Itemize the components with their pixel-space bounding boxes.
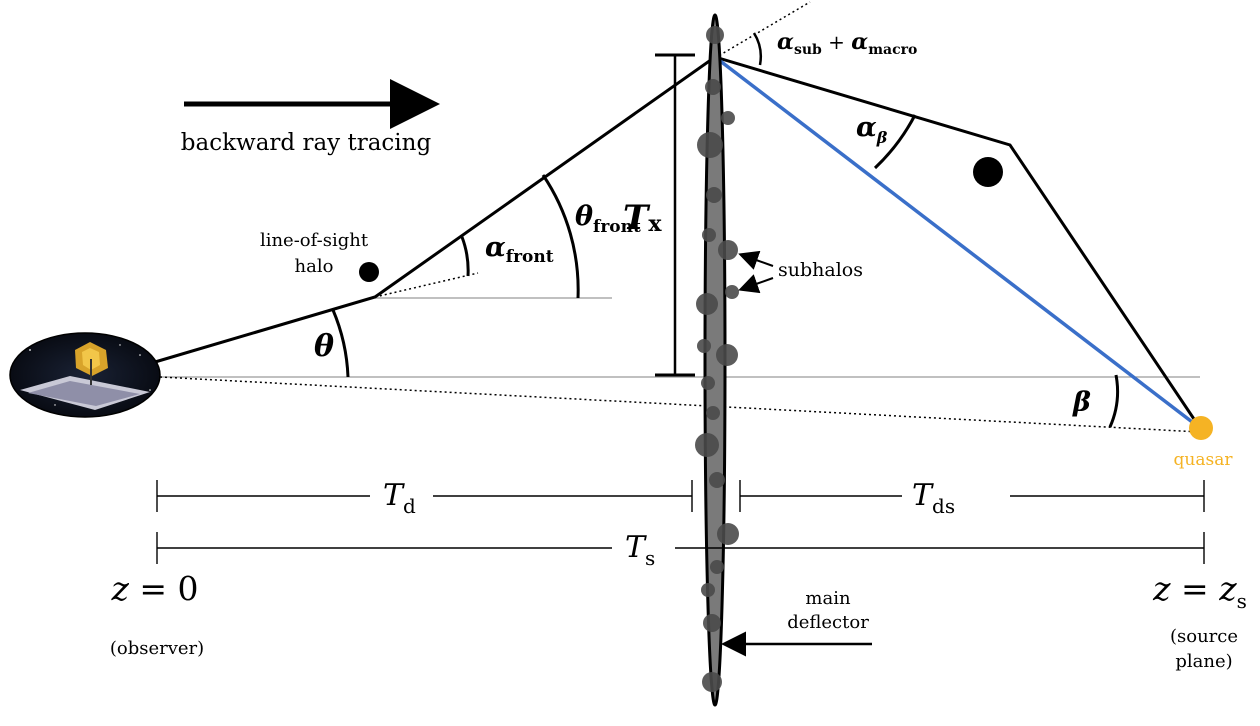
- observer-frame: [9, 332, 161, 418]
- subhalo: [696, 293, 718, 315]
- subhalo: [710, 560, 724, 574]
- tds-distance-bar: [739, 480, 1205, 512]
- alpha-front-arc: [460, 236, 470, 277]
- subhalo: [697, 132, 723, 158]
- unlensed-line-of-sight: [159, 376, 1201, 433]
- subhalo: [702, 672, 722, 692]
- subhalo: [706, 26, 724, 44]
- main-deflector-label-line2: deflector: [787, 612, 869, 633]
- alpha-beta-arc: [873, 114, 917, 170]
- quasar-dot-icon: [1189, 416, 1213, 440]
- subhalo: [709, 472, 725, 488]
- z-equals-zero: z = 0: [110, 569, 198, 608]
- source-plane-label-line1: (source: [1170, 626, 1238, 647]
- subhalo-pointer-arrow-upper: [738, 250, 774, 270]
- alpha-sub-plus-macro-symbol: αsub + αmacro: [777, 29, 917, 58]
- alpha-beta-symbol: αβ: [856, 112, 888, 147]
- td-symbol: Td: [383, 478, 416, 518]
- los-halo-label-line2: halo: [295, 256, 334, 277]
- alpha-sub-dotted-extension: [714, 1, 811, 59]
- subhalo: [697, 339, 711, 353]
- alpha-front-symbol: αfront: [485, 232, 554, 267]
- subhalo: [702, 228, 716, 242]
- beta-symbol: β: [1072, 387, 1091, 418]
- theta-front-symbol: θfront: [575, 201, 641, 237]
- quasar-label: quasar: [1174, 450, 1234, 470]
- tds-symbol: Tds: [912, 478, 955, 518]
- subhalo: [701, 376, 715, 390]
- main-deflector-label-line1: main: [805, 588, 851, 609]
- theta-arc: [331, 309, 350, 378]
- beta-arc: [1108, 374, 1120, 428]
- observer-label: (observer): [110, 638, 204, 659]
- subhalo-pointer-arrow-lower: [738, 274, 774, 294]
- subhalo: [706, 187, 722, 203]
- ts-symbol: Ts: [625, 530, 655, 570]
- space-telescope-icon: [10, 333, 160, 417]
- subhalos-group: [695, 26, 739, 692]
- td-distance-bar: [156, 480, 693, 512]
- subhalo: [718, 240, 738, 260]
- los-halo-label-line1: line-of-sight: [260, 230, 369, 251]
- z-equals-zs: z = zs: [1152, 569, 1247, 613]
- tx-bracket: [655, 53, 695, 377]
- subhalo: [705, 79, 721, 95]
- theta-symbol: θ: [314, 329, 334, 364]
- blue-ray-to-source: [713, 55, 1202, 430]
- backward-ray-tracing-label: backward ray tracing: [181, 130, 432, 156]
- ts-distance-bar: [156, 532, 1205, 564]
- perturber-halo-dot-icon: [973, 157, 1003, 187]
- subhalo: [721, 111, 735, 125]
- subhalo: [725, 285, 739, 299]
- alpha-sub-macro-arc: [752, 32, 762, 66]
- subhalo: [717, 523, 739, 545]
- tx-symbol: Tx: [623, 198, 662, 238]
- theta-front-arc: [541, 174, 580, 299]
- source-plane-label-line2: plane): [1175, 651, 1232, 672]
- subhalo: [701, 583, 715, 597]
- subhalo: [703, 614, 721, 632]
- subhalo: [695, 433, 719, 457]
- subhalo: [716, 344, 738, 366]
- halo-dot-icon: [359, 262, 379, 282]
- subhalo: [706, 406, 720, 420]
- subhalos-label: subhalos: [778, 259, 863, 281]
